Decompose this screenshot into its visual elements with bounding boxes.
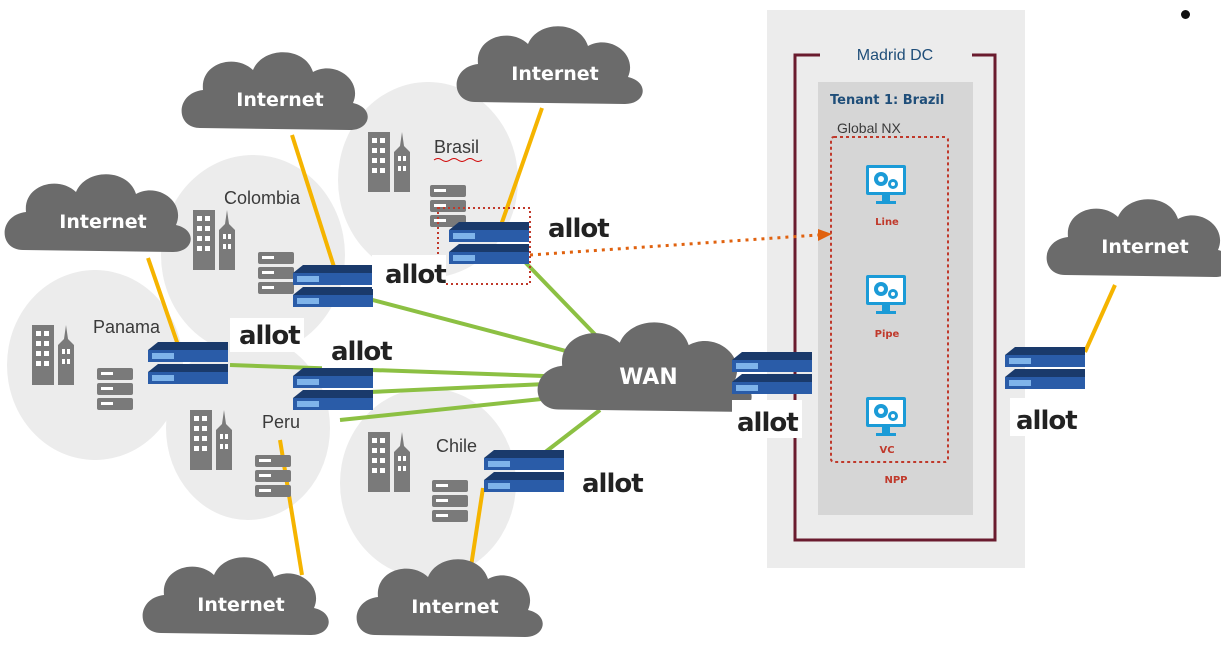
dc-frame [793, 53, 997, 542]
panama-site-bg [7, 270, 183, 460]
dc-title: Madrid DC [857, 47, 933, 64]
cloud-right-label: Internet [1101, 236, 1188, 258]
server-icon [432, 480, 468, 522]
allot-logo-right: allot [1016, 406, 1077, 436]
site-brasil: Brasil [368, 132, 483, 227]
site-panama-label: Panama [93, 317, 161, 337]
cloud-colombia-label: Internet [236, 89, 323, 111]
server-icon [430, 185, 466, 227]
server-icon [258, 252, 294, 294]
global-nx-label: Global NX [837, 120, 901, 136]
allot-logo-wan: allot [737, 408, 798, 438]
node-line-label: Line [875, 217, 899, 228]
cloud-brasil: Internet [456, 26, 643, 104]
allot-logo-colombia: allot [385, 260, 446, 290]
allot-logo-panama: allot [239, 321, 300, 351]
node-vc-label: VC [879, 445, 894, 456]
wan-cloud: WAN [537, 322, 752, 412]
cloud-peru-label: Internet [197, 594, 284, 616]
allot-logo-chile: allot [582, 469, 643, 499]
site-colombia-label: Colombia [224, 188, 301, 208]
brasil-highlight-box [437, 207, 531, 285]
bullet-dot [1181, 10, 1190, 19]
allot-logo-brasil: allot [548, 214, 609, 244]
site-brasil-label: Brasil [434, 137, 479, 157]
node-pipe-label: Pipe [875, 329, 900, 340]
site-peru: Peru [190, 410, 300, 497]
npp-label: NPP [884, 475, 907, 486]
cloud-colombia: Internet [181, 52, 368, 130]
internet-links [146, 107, 1117, 576]
wan-label: WAN [619, 365, 677, 390]
site-colombia: Colombia [193, 188, 301, 294]
cloud-chile-label: Internet [411, 596, 498, 618]
tenant-label: Tenant 1: Brazil [830, 93, 944, 108]
cloud-chile: Internet [356, 559, 543, 637]
site-panama: Panama [32, 317, 161, 410]
allot-labels: allot allot allot allot allot allot allo… [230, 214, 1080, 499]
allot-logo-peru: allot [331, 337, 392, 367]
server-icon [97, 368, 133, 410]
highlight-box [830, 136, 949, 463]
cloud-panama: Internet [4, 174, 191, 252]
site-chile-label: Chile [436, 436, 477, 456]
datacenter: Madrid DC Tenant 1: Brazil Global NX Lin… [767, 10, 1025, 568]
cloud-right: Internet [1046, 199, 1221, 277]
cloud-panama-label: Internet [59, 211, 146, 233]
cloud-brasil-label: Internet [511, 63, 598, 85]
cloud-peru: Internet [142, 557, 329, 635]
traffic-arrow [529, 229, 832, 257]
server-icon [255, 455, 291, 497]
site-peru-label: Peru [262, 412, 300, 432]
site-chile: Chile [368, 432, 477, 522]
